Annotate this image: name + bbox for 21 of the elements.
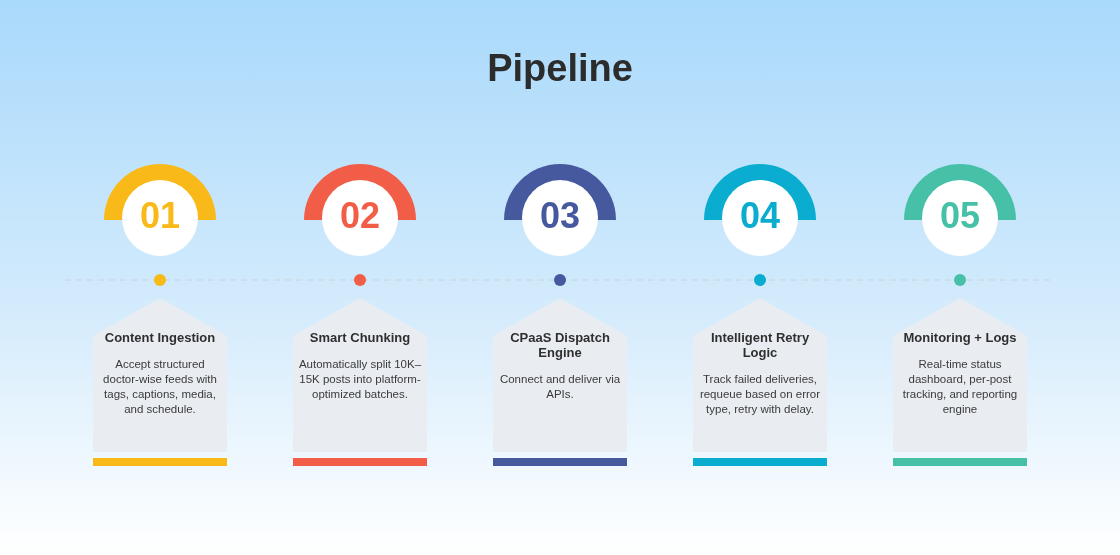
step-number: 02 (339, 196, 380, 236)
step-description: Track failed deliveries, requeue based on error type, retry with delay. (698, 372, 822, 417)
step-heading: Intelligent Retry Logic (709, 330, 811, 360)
step-card (693, 298, 827, 452)
step-card (93, 298, 227, 452)
step-number: 04 (739, 196, 780, 236)
step-description: Connect and deliver via APIs. (498, 372, 622, 402)
step-description: Accept structured doctor-wise feeds with tags, captions, media, and schedule. (102, 357, 218, 417)
step-card (293, 298, 427, 452)
step-card (893, 298, 1027, 452)
title: Pipeline (487, 46, 633, 91)
step-description: Real-time status dashboard, per-post tracking, and reporting engine (901, 357, 1019, 417)
step-description: Automatically split 10K–15K posts into platform-optimized batches. (297, 357, 423, 402)
step-number: 05 (939, 196, 980, 236)
step-number: 01 (139, 196, 180, 236)
step-heading: CPaaS Dispatch Engine (509, 330, 611, 360)
step-number: 03 (539, 196, 580, 236)
step-heading: Content Ingestion (103, 330, 217, 345)
step-card (493, 298, 627, 452)
step-heading: Monitoring + Logs (902, 330, 1018, 345)
step-heading: Smart Chunking (308, 330, 412, 345)
